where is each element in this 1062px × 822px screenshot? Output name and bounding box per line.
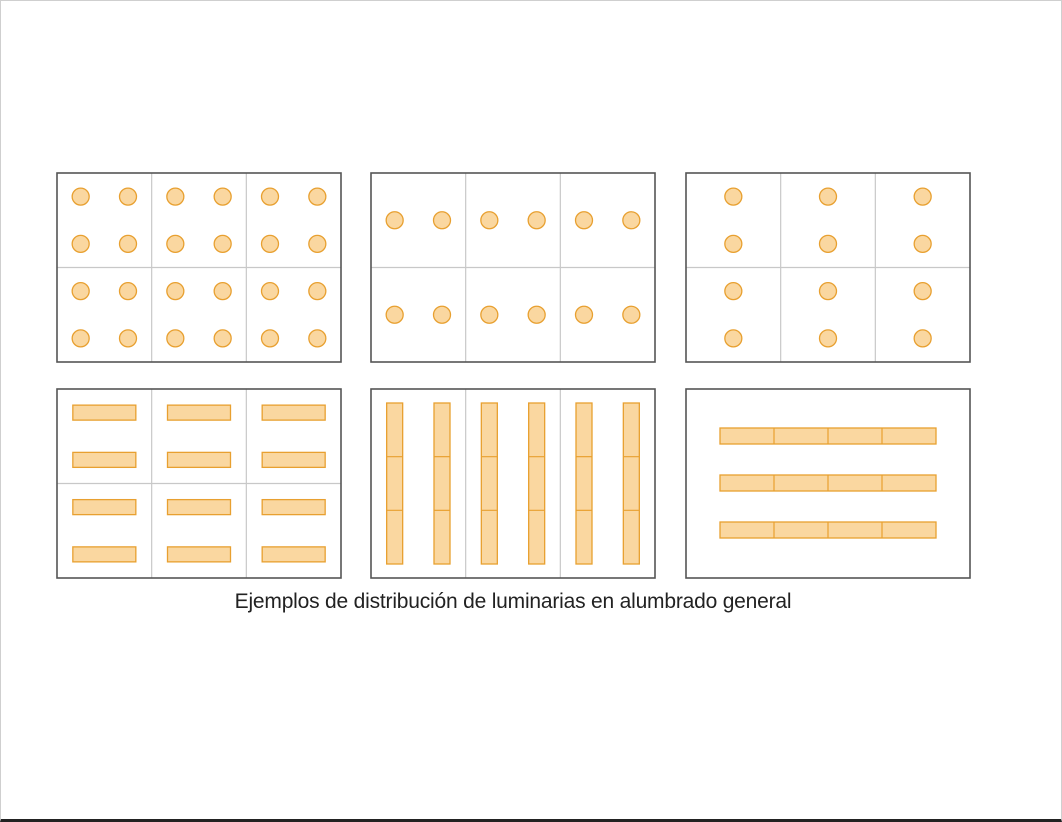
round-luminaire (818, 234, 838, 254)
round-luminaire (385, 305, 404, 324)
panel-border (370, 388, 656, 579)
panel-border (685, 172, 971, 363)
diagram-caption: Ejemplos de distribución de luminarias e… (234, 590, 792, 613)
round-luminaire (213, 281, 232, 301)
round-luminaire (71, 281, 90, 301)
round-luminaire (385, 211, 404, 230)
linear-luminaire (166, 498, 232, 516)
round-luminaire (166, 234, 185, 254)
round-luminaire (213, 234, 232, 254)
linear-luminaire (72, 404, 137, 421)
linear-luminaire (261, 546, 326, 563)
round-luminaire (308, 329, 327, 348)
linear-luminaire (72, 498, 137, 516)
round-luminaire (622, 305, 641, 324)
round-luminaire (71, 329, 90, 348)
round-luminaire (527, 305, 546, 324)
round-luminaire (724, 329, 743, 348)
round-luminaire (913, 281, 932, 301)
round-luminaire (724, 234, 743, 254)
round-luminaire (818, 329, 838, 348)
round-luminaire (260, 234, 280, 254)
round-luminaire (432, 211, 452, 230)
continuous-linear-row (528, 402, 546, 565)
round-luminaire (913, 329, 932, 348)
linear-luminaire (166, 451, 232, 469)
panel-border (56, 172, 342, 363)
continuous-linear-row (433, 402, 451, 565)
round-luminaire (724, 281, 743, 301)
round-luminaire (213, 329, 232, 348)
panel-border (370, 172, 656, 363)
round-luminaire (574, 211, 594, 230)
round-luminaire (166, 187, 185, 206)
continuous-linear-row (575, 402, 593, 565)
linear-luminaire (261, 404, 326, 421)
linear-luminaire (261, 451, 326, 469)
round-luminaire (308, 234, 327, 254)
layout-panel-3 (685, 172, 971, 363)
round-luminaire (818, 281, 838, 301)
round-luminaire (818, 187, 838, 206)
round-luminaire (71, 234, 90, 254)
luminaire-distribution-diagram (56, 172, 971, 579)
round-luminaire (166, 281, 185, 301)
round-luminaire (118, 234, 138, 254)
round-luminaire (574, 305, 594, 324)
layout-panel-2 (370, 172, 656, 363)
continuous-linear-row (480, 402, 498, 565)
round-luminaire (480, 211, 499, 230)
round-luminaire (118, 187, 138, 206)
round-luminaire (118, 281, 138, 301)
continuous-linear-row (386, 402, 404, 565)
round-luminaire (71, 187, 90, 206)
continuous-linear-row (622, 402, 640, 565)
round-luminaire (724, 187, 743, 206)
round-luminaire (213, 187, 232, 206)
panel-border (685, 388, 971, 579)
round-luminaire (913, 187, 932, 206)
linear-luminaire (72, 546, 137, 563)
round-luminaire (308, 187, 327, 206)
round-luminaire (527, 211, 546, 230)
layout-panel-4 (56, 388, 342, 579)
round-luminaire (260, 281, 280, 301)
round-luminaire (166, 329, 185, 348)
panel-border (56, 388, 342, 579)
round-luminaire (308, 281, 327, 301)
layout-panel-6 (685, 388, 971, 579)
layout-panel-1 (56, 172, 342, 363)
linear-luminaire (166, 546, 232, 563)
layout-panel-5 (370, 388, 656, 579)
round-luminaire (913, 234, 932, 254)
round-luminaire (260, 329, 280, 348)
linear-luminaire (166, 404, 232, 421)
linear-luminaire (261, 498, 326, 516)
linear-luminaire (72, 451, 137, 469)
round-luminaire (432, 305, 452, 324)
round-luminaire (260, 187, 280, 206)
round-luminaire (480, 305, 499, 324)
round-luminaire (622, 211, 641, 230)
round-luminaire (118, 329, 138, 348)
